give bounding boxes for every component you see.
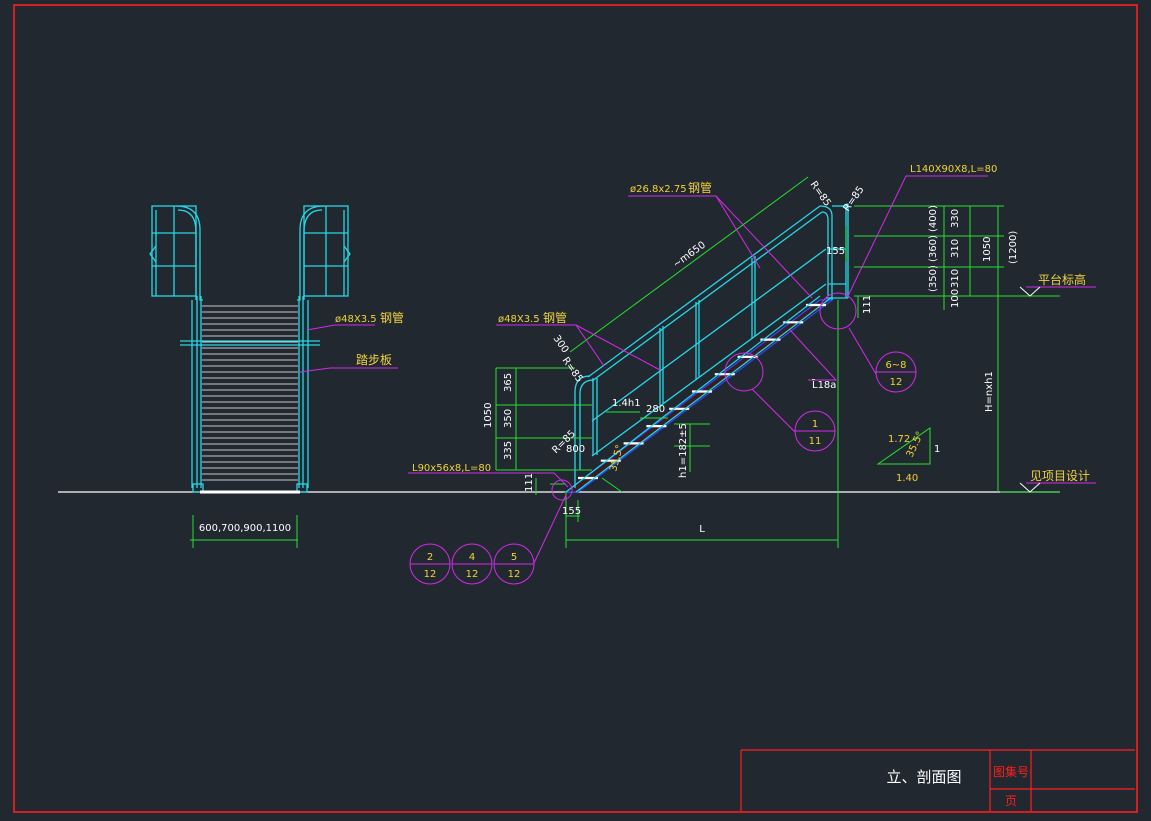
dim-h1: h1=182±5 xyxy=(678,423,689,478)
callout-4-bottom: 12 xyxy=(466,569,479,580)
front-treads xyxy=(202,305,298,481)
right-alt-2: (360) xyxy=(928,235,939,262)
slope-triangle xyxy=(876,427,931,465)
callout-2-top: 6~8 xyxy=(885,360,906,371)
front-tread-label: 踏步板 xyxy=(356,353,392,367)
dim-280: 280 xyxy=(646,404,665,415)
front-width-text: 600,700,900,1100 xyxy=(199,523,291,534)
stair-stringer xyxy=(565,295,833,493)
dim-155-top: 155 xyxy=(826,246,845,257)
dim-111-right: 111 xyxy=(862,295,873,314)
dim-1.4h1: 1.4h1 xyxy=(612,398,641,409)
callout-3-top: 2 xyxy=(427,552,433,563)
side-dimensions xyxy=(495,176,1060,548)
drawing-title: 立、剖面图 xyxy=(886,768,961,786)
dim-111-left: 111 xyxy=(524,473,535,492)
channel-label: L̃18a xyxy=(811,378,836,391)
left-height-2: 350 xyxy=(503,409,514,428)
title-block xyxy=(740,749,1135,811)
callout-1-bottom: 11 xyxy=(809,436,822,447)
dim-L: L xyxy=(699,524,705,535)
right-total-height: 1050 xyxy=(982,237,993,262)
platform-elevation-label: 平台标高 xyxy=(1038,272,1086,287)
right-total-alt: (1200) xyxy=(1008,231,1019,264)
callout-circles xyxy=(409,292,917,585)
right-height-4: 100 xyxy=(950,289,961,308)
right-height-2: 310 xyxy=(950,239,961,258)
dim-800: 800 xyxy=(566,444,585,455)
left-pipe-cn: 钢管 xyxy=(543,310,567,325)
left-total-height: 1050 xyxy=(483,403,494,428)
front-view: 600,700,900,1100 ø48X3.5 钢管 踏步板 xyxy=(149,205,404,548)
total-height: H=nxh1 xyxy=(984,371,995,412)
slope-c: 1 xyxy=(934,444,940,455)
project-design-label: 见项目设计 xyxy=(1030,469,1090,483)
left-height-3: 335 xyxy=(503,441,514,460)
drawing-frame xyxy=(13,4,1138,813)
left-pipe-label: ø48X3.5 xyxy=(498,314,540,325)
front-pipe-label: ø48X3.5 xyxy=(335,314,377,325)
callout-2-bottom: 12 xyxy=(890,377,903,388)
left-height-1: 365 xyxy=(503,373,514,392)
callout-3-bottom: 12 xyxy=(424,569,437,580)
right-height-1: 330 xyxy=(950,209,961,228)
right-height-3: 310 xyxy=(950,269,961,288)
atlas-number-label: 图集号 xyxy=(993,764,1029,779)
front-width-dimension xyxy=(190,515,298,548)
elevation-markers xyxy=(1019,286,1041,493)
slope-a: 1.72 xyxy=(888,434,910,445)
side-handrail xyxy=(574,203,849,488)
front-pipe-cn: 钢管 xyxy=(380,310,404,325)
front-handrails xyxy=(149,205,351,493)
callout-5-bottom: 12 xyxy=(508,569,521,580)
right-alt-3: (350) xyxy=(928,265,939,292)
callout-5-top: 5 xyxy=(511,552,517,563)
callout-4-top: 4 xyxy=(469,552,475,563)
front-leaders xyxy=(299,324,398,373)
slope-b: 1.40 xyxy=(896,473,918,484)
callout-1-top: 1 xyxy=(812,419,818,430)
side-leaders xyxy=(408,175,1096,564)
right-alt-1: (400) xyxy=(928,205,939,232)
side-view: 1.72 1.40 1 35.5° xyxy=(408,164,1096,585)
page-label: 页 xyxy=(1005,794,1017,808)
top-pipe-cn: 钢管 xyxy=(688,180,712,195)
dim-155-left: 155 xyxy=(562,506,581,517)
top-angle-label: L140X90X8,L=80 xyxy=(910,164,997,175)
top-pipe-label: ø26.8x2.75 xyxy=(630,184,687,195)
bottom-angle-label: L90x56x8,L=80 xyxy=(412,463,491,474)
